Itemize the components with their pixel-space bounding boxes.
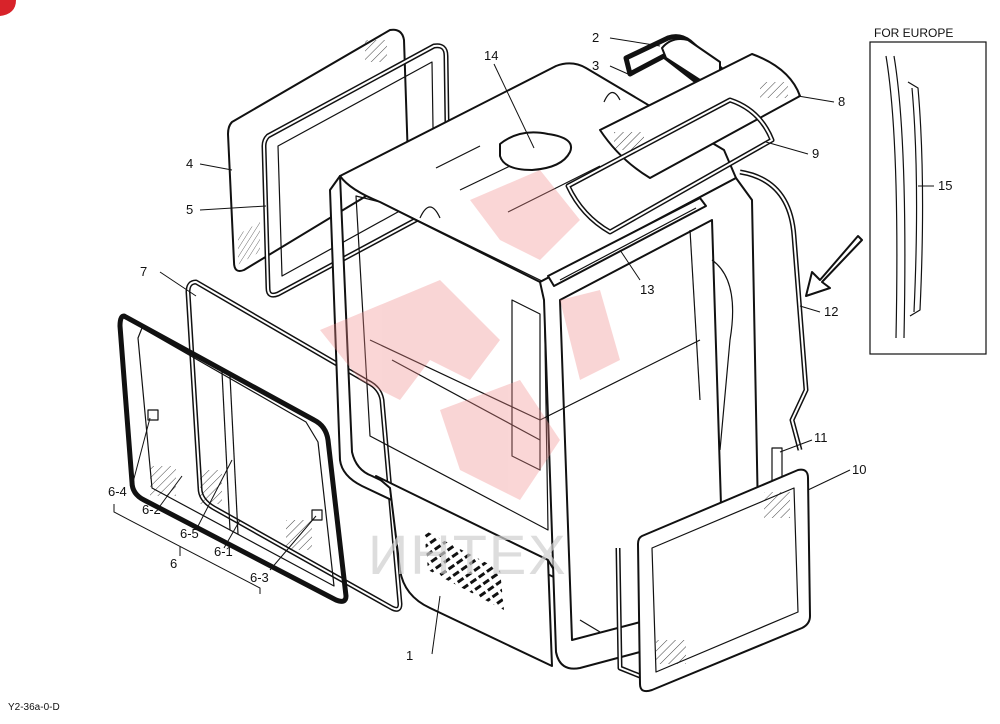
callout-6: 6 (170, 556, 177, 571)
callout-8: 8 (838, 94, 845, 109)
reference-code: Y2-36a-0-D (8, 702, 60, 713)
callout-labels: 1 2 3 4 5 6 6-1 6-2 6-3 6-4 6-5 7 8 9 10… (108, 30, 952, 663)
inset-title: FOR EUROPE (874, 26, 953, 40)
callout-2: 2 (592, 30, 599, 45)
callout-4: 4 (186, 156, 193, 171)
callout-14: 14 (484, 48, 498, 63)
watermark (320, 170, 620, 500)
callout-13: 13 (640, 282, 654, 297)
callout-12: 12 (824, 304, 838, 319)
callout-6-3: 6-3 (250, 570, 269, 585)
inset-for-europe: FOR EUROPE (869, 26, 987, 355)
watermark-text: ИНТЕХ (368, 523, 568, 586)
callout-6-1: 6-1 (214, 544, 233, 559)
callout-1: 1 (406, 648, 413, 663)
callout-9: 9 (812, 146, 819, 161)
part-6-window-assembly (117, 313, 349, 604)
part-9-roof-seal (565, 97, 775, 235)
detail-arrow (805, 235, 863, 297)
callout-3: 3 (592, 58, 599, 73)
part-10-door-glass (637, 468, 811, 693)
callout-6-5: 6-5 (180, 526, 199, 541)
part-12-side-seal (739, 169, 809, 451)
callout-5: 5 (186, 202, 193, 217)
callout-15: 15 (938, 178, 952, 193)
callout-6-4: 6-4 (108, 484, 127, 499)
corner-badge (0, 0, 16, 16)
leader-lines (113, 37, 934, 655)
callout-10: 10 (852, 462, 866, 477)
part-13-rail (547, 197, 707, 287)
part-7-seal (185, 279, 403, 612)
callout-6-2: 6-2 (142, 502, 161, 517)
part-4-glass (227, 28, 409, 272)
callout-11: 11 (814, 430, 828, 445)
callout-7: 7 (140, 264, 147, 279)
